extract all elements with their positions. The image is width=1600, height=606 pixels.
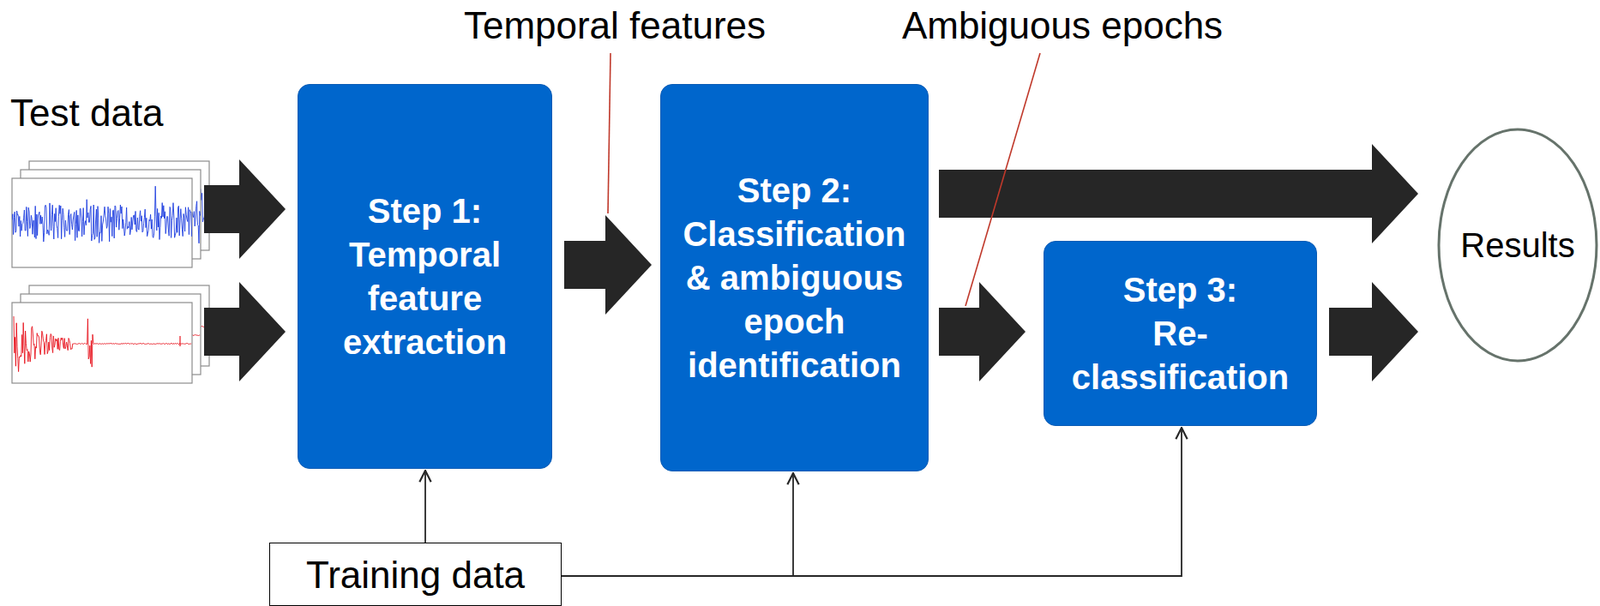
callout-label: Temporal features — [463, 3, 766, 48]
node-body: Temporal feature extraction — [342, 233, 507, 365]
block-arrow — [564, 215, 652, 315]
input-arrow — [204, 282, 286, 382]
signal-panel — [12, 302, 193, 384]
node-heading: Results — [1460, 224, 1575, 266]
signal-trace — [12, 186, 193, 243]
node-body: Re-classification — [1071, 312, 1289, 400]
signal-marker — [179, 336, 181, 347]
panel-frame — [12, 178, 193, 268]
block-arrow — [1329, 282, 1419, 382]
block-arrow — [938, 144, 1419, 244]
training-link — [424, 470, 427, 543]
panel-frame — [12, 302, 193, 384]
node-heading: Step 2: — [737, 168, 852, 213]
process-box: Step 3:Re-classification — [1043, 240, 1318, 427]
node-heading: Step 1: — [367, 189, 482, 234]
process-box: Step 2:Classification & ambiguous epoch … — [660, 84, 929, 472]
signal-trace — [13, 316, 192, 373]
leader-line — [607, 53, 611, 214]
eeg-signal-stack — [12, 161, 210, 268]
input-label: Test data — [10, 90, 164, 135]
node-body: Classification & ambiguous epoch identif… — [682, 212, 906, 388]
ellipse-shape — [1438, 129, 1597, 361]
data-box: Training data — [269, 542, 562, 606]
training-link — [561, 473, 794, 577]
process-box: Step 1:Temporal feature extraction — [297, 84, 553, 470]
input-arrow — [204, 159, 286, 259]
callout-label: Ambiguous epochs — [902, 3, 1223, 48]
emg-signal-stack — [12, 285, 210, 384]
signal-panel — [12, 178, 193, 268]
leader-line — [965, 53, 1041, 307]
node-heading: Step 3: — [1123, 268, 1238, 313]
result-ellipse: Results — [1437, 127, 1599, 363]
block-arrow — [938, 282, 1026, 382]
node-heading: Training data — [306, 553, 525, 597]
